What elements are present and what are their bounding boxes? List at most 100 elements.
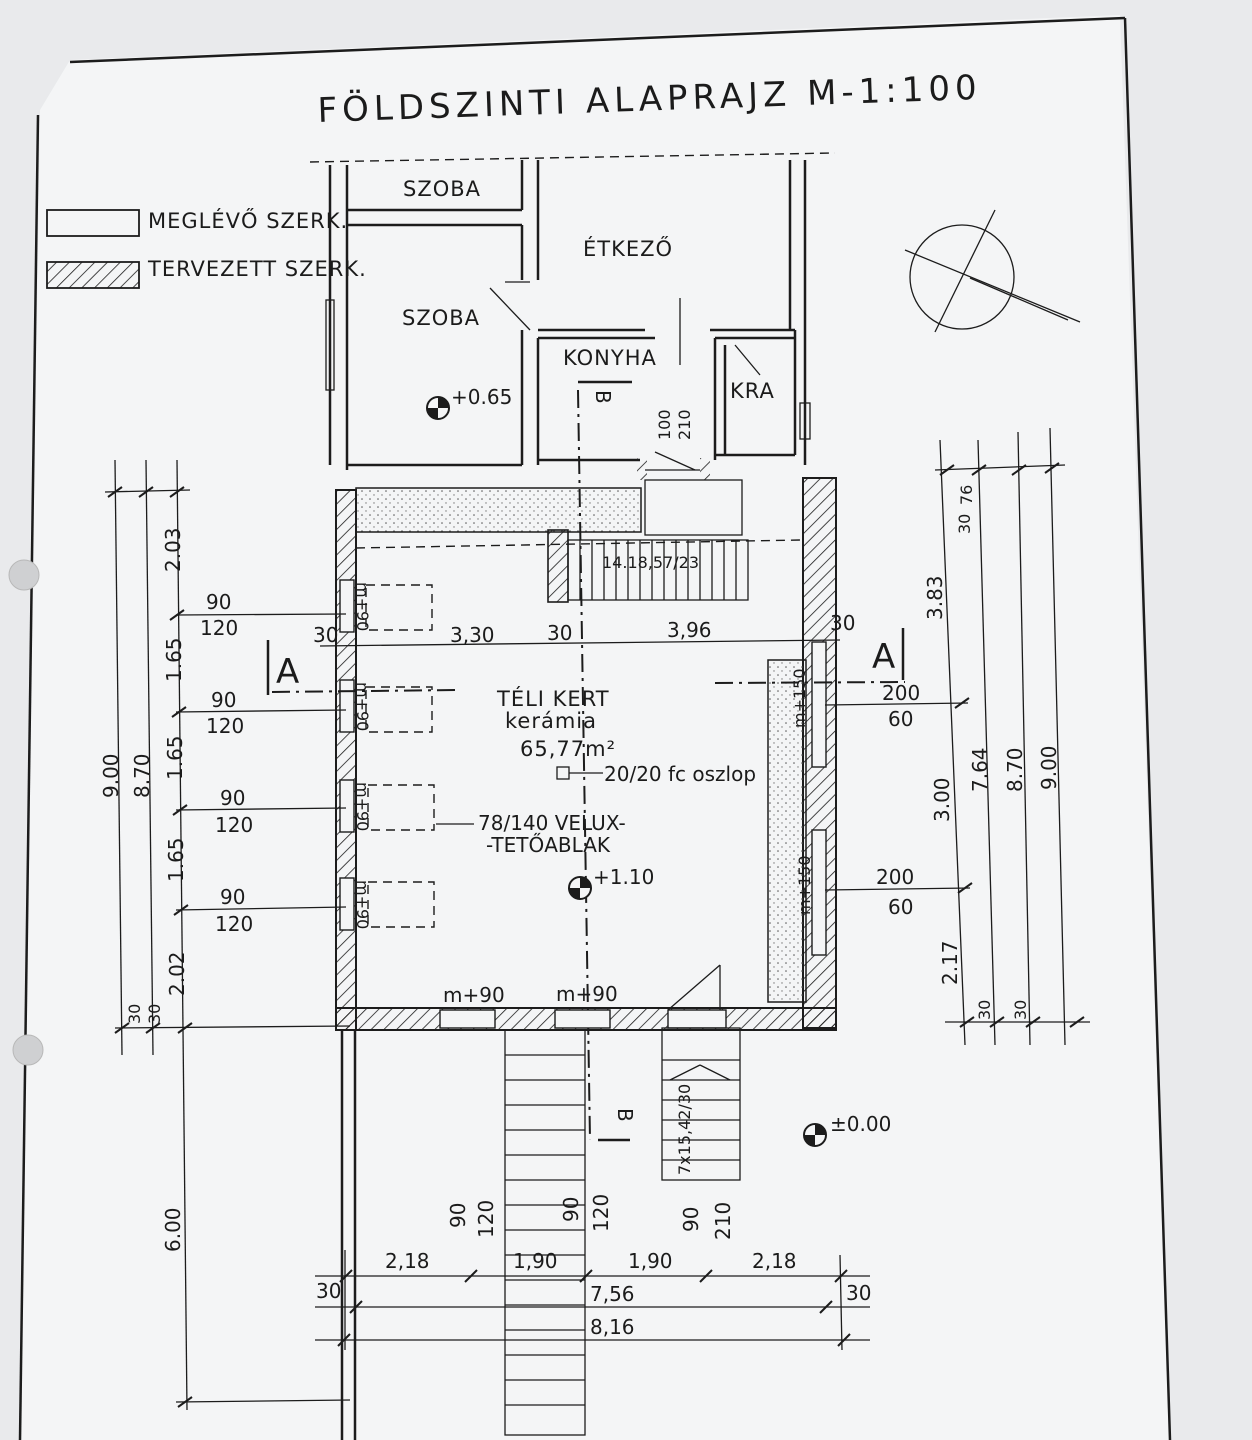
section-mark-b-top: B xyxy=(591,390,615,404)
window-left-2-w: 90 xyxy=(211,688,236,712)
wall-mark-left-4: m+90 xyxy=(353,880,372,929)
dim-right-outer-764: 7.64 xyxy=(968,747,992,792)
section-mark-a-left: A xyxy=(276,652,299,692)
stair-annotation: 14.18,57/23 xyxy=(602,553,699,572)
wall-mark-left-2: m+90 xyxy=(353,682,372,731)
level-ground: ±0.00 xyxy=(830,1112,891,1136)
door-1-w: 90 xyxy=(446,1203,470,1228)
velux-annotation-1: 78/140 VELUX- xyxy=(478,811,626,835)
terrace-lower xyxy=(340,1027,741,1440)
dim-left-outer-9: 9.00 xyxy=(99,753,123,798)
dim-right-outer-870: 8.70 xyxy=(1003,747,1027,792)
level-szoba: +0.65 xyxy=(451,385,512,409)
dim-right-chain-2: 76 xyxy=(957,485,976,505)
dim-left-chain-5: 2.02 xyxy=(165,951,189,996)
dim-bottom-1: 2,18 xyxy=(385,1249,430,1273)
level-mark-ground-icon xyxy=(803,1123,827,1147)
door-3-h: 210 xyxy=(711,1202,735,1240)
dim-inner-30-right: 30 xyxy=(830,611,855,635)
level-mark-szoba-icon xyxy=(426,396,450,420)
dim-right-chain-4: 3.00 xyxy=(930,777,954,822)
legend-existing-swatch xyxy=(46,209,140,237)
dim-right-chain-3: 3.83 xyxy=(923,575,947,620)
paper xyxy=(20,15,1170,1440)
dim-total-816: 8,16 xyxy=(590,1315,635,1339)
legend-planned-swatch xyxy=(46,261,140,289)
section-mark-a-right: A xyxy=(872,637,895,677)
wall-mark-right-1: m+150 xyxy=(790,668,809,728)
room-label-szoba: SZOBA xyxy=(402,306,480,330)
wall-mark-left-3: m+90 xyxy=(353,782,372,831)
level-kert: +1.10 xyxy=(593,865,654,889)
window-left-2-h: 120 xyxy=(206,714,244,738)
window-right-2-h: 60 xyxy=(888,895,913,919)
existing-house xyxy=(309,152,836,480)
door-2-h: 120 xyxy=(589,1194,613,1232)
room-area: 65,77m² xyxy=(520,737,616,761)
window-left-1-w: 90 xyxy=(206,590,231,614)
room-label-konyha: KONYHA xyxy=(563,346,657,370)
dim-left-chain-7: 30 xyxy=(145,1004,164,1024)
dim-bottom-2: 1,90 xyxy=(513,1249,558,1273)
dim-right-chain-7: 30 xyxy=(1011,1000,1030,1020)
dim-left-chain-6: 30 xyxy=(125,1004,144,1024)
dim-left-outer-8: 8.70 xyxy=(130,753,154,798)
room-label-kra: KRA xyxy=(730,379,775,403)
wall-mark-right-2: m+150 xyxy=(795,855,814,915)
door-2-w: 90 xyxy=(559,1197,583,1222)
dimension-lines-left xyxy=(104,459,351,1411)
dim-bottom-3: 1,90 xyxy=(628,1249,673,1273)
north-arrow-icon xyxy=(909,224,1015,330)
floor-material: kerámia xyxy=(505,709,597,733)
stair-size-210: 210 xyxy=(675,409,694,440)
dimension-lines-bottom xyxy=(315,1250,870,1351)
dim-inner-396: 3,96 xyxy=(667,618,712,642)
legend-existing-label: MEGLÉVŐ SZERK. xyxy=(148,208,348,233)
dim-total-30-left: 30 xyxy=(316,1279,341,1303)
level-mark-kert-icon xyxy=(568,876,592,900)
dim-right-outer-900: 9.00 xyxy=(1037,745,1061,790)
window-right-1-h: 60 xyxy=(888,707,913,731)
winter-garden-walls xyxy=(335,477,837,1031)
wall-mark-left-1: m+90 xyxy=(353,582,372,631)
legend-planned-label: TERVEZETT SZERK. xyxy=(147,257,367,281)
section-mark-b-bottom: B xyxy=(613,1108,637,1122)
dim-left-chain-2: 1.65 xyxy=(162,637,186,682)
window-right-1-w: 200 xyxy=(882,681,920,705)
dim-left-chain-1: 2.03 xyxy=(161,527,185,572)
door-3-w: 90 xyxy=(679,1207,703,1232)
window-left-4-w: 90 xyxy=(220,885,245,909)
room-label-teli-kert: TÉLI KERT xyxy=(496,686,610,711)
dim-inner-330: 3,30 xyxy=(450,623,495,647)
section-line-a-right xyxy=(714,681,906,684)
window-right-2-w: 200 xyxy=(876,865,914,889)
room-label-szoba-top: SZOBA xyxy=(403,177,481,201)
dim-left-bottom: 6.00 xyxy=(161,1207,185,1252)
dim-right-chain-1: 30 xyxy=(955,514,974,534)
wall-mark-bottom-1: m+90 xyxy=(443,983,505,1007)
punch-hole-top xyxy=(8,559,40,591)
window-left-1-h: 120 xyxy=(200,616,238,640)
paper-border-top xyxy=(69,16,1126,64)
velux-annotation-2: -TETŐABLAK xyxy=(486,833,611,857)
room-label-etkezo: ÉTKEZŐ xyxy=(583,236,673,261)
dimension-lines-right xyxy=(824,427,1090,1046)
stair-lower-annotation: 7x15,42/30 xyxy=(675,1084,694,1175)
dim-right-chain-6: 30 xyxy=(975,1000,994,1020)
dim-inner-30-left: 30 xyxy=(313,623,338,647)
window-left-3-w: 90 xyxy=(220,786,245,810)
door-1-h: 120 xyxy=(474,1200,498,1238)
dimension-line-inner xyxy=(319,639,841,647)
dim-total-756: 7,56 xyxy=(590,1282,635,1306)
paper-border-right xyxy=(1123,17,1172,1440)
paper-border-left xyxy=(18,114,40,1440)
dim-bottom-4: 2,18 xyxy=(752,1249,797,1273)
window-left-3-h: 120 xyxy=(215,813,253,837)
dim-total-30-right: 30 xyxy=(846,1281,871,1305)
wall-mark-bottom-2: m+90 xyxy=(556,982,618,1006)
dim-right-chain-5: 2.17 xyxy=(938,940,962,985)
window-left-4-h: 120 xyxy=(215,912,253,936)
dim-inner-30-mid: 30 xyxy=(547,621,572,645)
column-annotation: 20/20 fc oszlop xyxy=(604,762,756,786)
